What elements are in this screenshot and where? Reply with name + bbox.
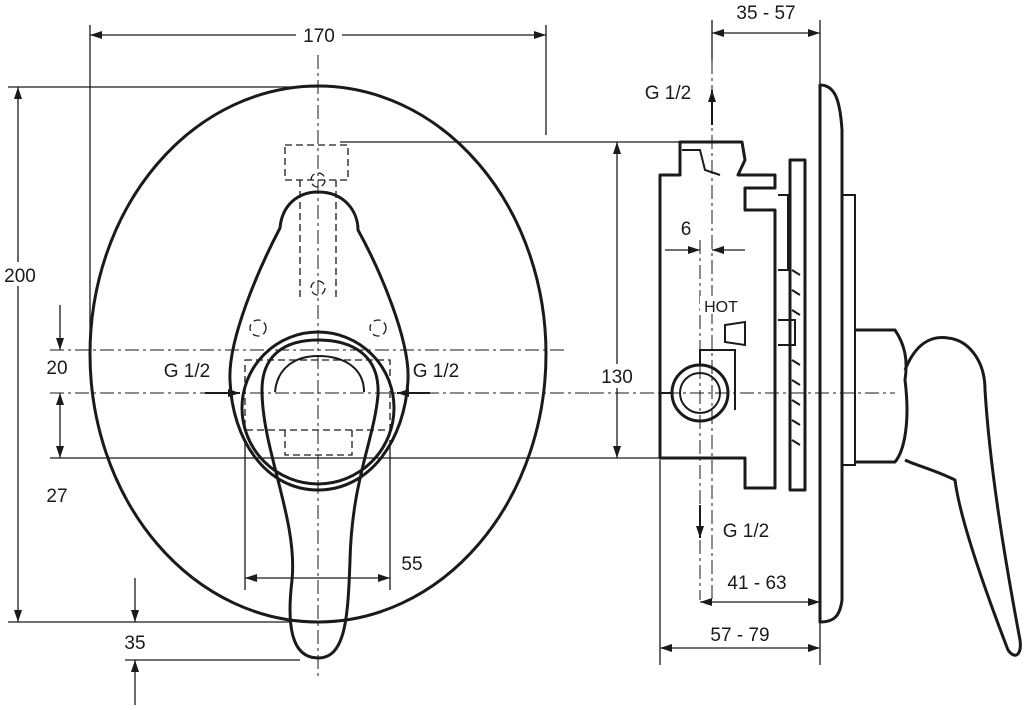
hot-label: HOT [704, 299, 738, 316]
dim-offset-6: 6 [681, 219, 692, 240]
lever-handle [260, 338, 380, 660]
dim-lever-55: 55 [401, 554, 422, 575]
dim-height-200: 200 [4, 266, 36, 287]
dim-width-170: 170 [303, 26, 335, 47]
lever-side [903, 335, 1022, 657]
front-view: 170 200 20 27 G 1/2 G 1/2 55 35 [0, 24, 742, 705]
side-view: 35 - 57 G 1/2 130 6 HOT G 1/2 41 - 63 57… [590, 3, 1022, 665]
outlet-top-label: G 1/2 [645, 83, 691, 104]
dim-offset-27: 27 [46, 486, 67, 507]
inlet-right-label: G 1/2 [413, 361, 459, 382]
cover-plate-side [818, 83, 844, 624]
escutcheon [228, 190, 410, 492]
dim-depth-41-63: 41 - 63 [727, 573, 786, 594]
hub-ring [240, 330, 396, 486]
dim-depth-57-79: 57 - 79 [710, 625, 769, 646]
dim-height-130: 130 [601, 367, 633, 388]
cover-plate [88, 84, 548, 624]
inlet-left-label: G 1/2 [164, 361, 210, 382]
dim-offset-20: 20 [46, 358, 67, 379]
dim-overhang-35: 35 [124, 633, 145, 654]
dim-depth-35-57: 35 - 57 [736, 3, 795, 24]
valve-body [658, 140, 777, 490]
outlet-bottom-label: G 1/2 [723, 521, 769, 542]
